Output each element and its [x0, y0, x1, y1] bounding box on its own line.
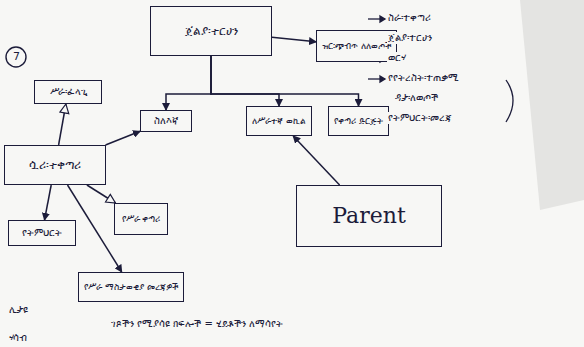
note-text: ገጾችን የሚያሳዩ ክፍሎች = ሂደቶችን ለማሳየት — [110, 318, 284, 330]
box-text: ለሥራተኛ ወኪል — [252, 116, 306, 127]
box-text: የሥራ ማስታወቂያ መረጃዎች — [84, 282, 178, 293]
box-text: ሷሪ፡ተቀጣሪ — [29, 158, 81, 172]
connector-arrow — [45, 185, 52, 220]
connector-arrow — [106, 131, 141, 145]
list-leaders — [368, 16, 513, 122]
connector-arrow — [211, 56, 359, 106]
note-text: ጀልያ፡ተርሀን — [387, 32, 433, 44]
note-text: የትምህርት፡መረጃ — [387, 112, 453, 124]
connector-arrow — [293, 136, 339, 185]
note-text: ሃሳብ — [8, 332, 28, 344]
class-box: የትምህርት — [8, 220, 76, 246]
connector-arrow — [166, 56, 211, 110]
box-text: የቀጣሪ ድርጅት — [334, 116, 383, 127]
box-text: የትምህርት — [22, 227, 62, 239]
box-text: ስለእኛ — [154, 115, 178, 127]
note-text: ሊታዩ — [8, 304, 29, 316]
class-box: ሷሪ፡ተቀጣሪ — [4, 145, 106, 185]
note-text: ዳታ፡ለወጦች — [394, 92, 439, 104]
callout-number: 7 — [12, 50, 21, 63]
box-text: Parent — [332, 203, 405, 229]
connector-arrow — [59, 104, 66, 145]
box-text: የሥራ ቀጣሪ — [122, 214, 161, 225]
class-box: ሥራ፡ፈላጊ — [34, 80, 102, 104]
class-box: ለሥራተኛ ወኪል — [246, 106, 312, 136]
box-text: ዝር፡ጭብጥ ለለወጦች — [322, 41, 391, 52]
number-circle — [6, 47, 26, 67]
note-text: የየትረስት፡ተጠቃሚ — [387, 72, 460, 84]
class-box: Parent — [296, 185, 442, 247]
box-text: ሥራ፡ፈላጊ — [50, 86, 87, 98]
class-box: ስለእኛ — [140, 110, 192, 132]
box-text: ጀልያ፡ተርሀን — [185, 24, 238, 38]
class-box: ዝር፡ጭብጥ ለለወጦች — [316, 30, 397, 62]
connector-arrow — [211, 56, 279, 106]
paper-fold — [520, 0, 584, 210]
class-box: የሥራ ቀጣሪ — [114, 203, 168, 235]
class-box: የሥራ ማስታወቂያ መረጃዎች — [78, 272, 184, 302]
connector-arrow — [272, 37, 316, 42]
note-text: ስራ፡ተቀጣሪ — [387, 12, 432, 24]
class-box: ጀልያ፡ተርሀን — [150, 6, 272, 56]
note-text: ወርሃ — [387, 52, 407, 64]
connector-arrow — [87, 185, 116, 203]
class-box: የቀጣሪ ድርጅት — [328, 106, 389, 136]
